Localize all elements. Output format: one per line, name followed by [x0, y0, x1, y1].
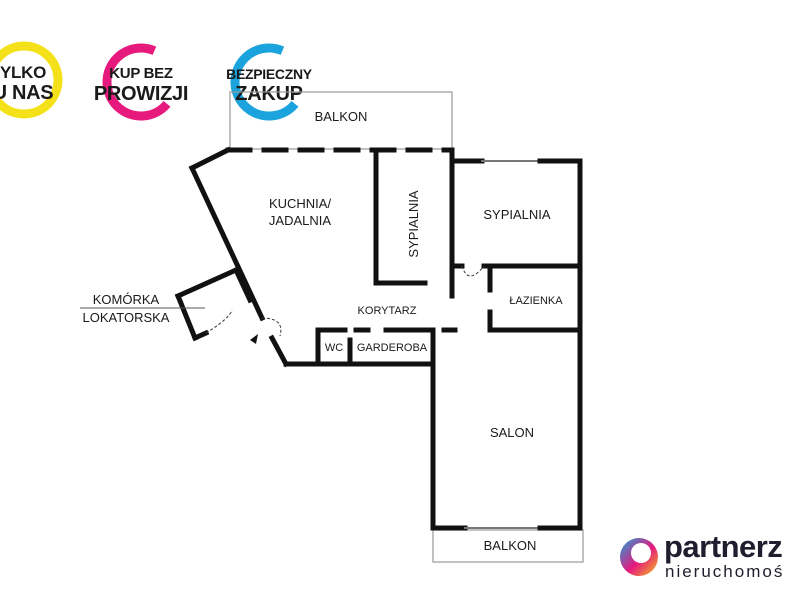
- label-salon: SALON: [490, 425, 534, 440]
- wall-storage-bottom: [191, 329, 210, 342]
- badge-line1: KUP BEZ: [109, 65, 173, 82]
- badge-bezpieczny-zakup: BEZPIECZNY ZAKUP: [214, 42, 324, 122]
- badge-line1: BEZPIECZNY: [226, 66, 312, 82]
- badge-ring-yellow: [0, 41, 63, 119]
- badge-text: YLKO U NAS: [0, 63, 78, 103]
- badge-text: BEZPIECZNY ZAKUP: [214, 64, 324, 104]
- label-kuchnia-2: JADALNIA: [269, 213, 331, 228]
- badge-ring-pink: [102, 43, 180, 121]
- wall-kitchen-diagonal: [188, 164, 266, 322]
- door-corridor: [461, 265, 485, 277]
- door-storage: [205, 309, 233, 334]
- badge-line1: YLKO: [0, 63, 47, 82]
- label-kuchnia-1: KUCHNIA/: [269, 196, 332, 211]
- label-wc: WC: [325, 342, 343, 354]
- badge-text: KUP BEZ PROWIZJI: [86, 64, 196, 104]
- door-entry: [261, 317, 282, 337]
- badge-line2: U NAS: [0, 82, 54, 104]
- wall-storage-left: [174, 292, 199, 342]
- wall-entry-diagonal: [268, 334, 290, 368]
- wall-storage-top: [174, 266, 240, 300]
- brand-name: partnerz: [664, 529, 783, 564]
- balcony-bottom: [432, 529, 584, 563]
- brand-drop-icon: [620, 538, 658, 576]
- wall-storage-right: [232, 266, 254, 304]
- badge-line2: ZAKUP: [235, 83, 303, 105]
- brand-tagline: nieruchomoś: [665, 562, 785, 581]
- label-balkon-bottom: BALKON: [484, 538, 537, 553]
- entry-arrow: [250, 334, 258, 344]
- badge-ring-blue: [230, 43, 308, 121]
- label-komorka-1: KOMÓRKA: [93, 292, 160, 307]
- label-korytarz: KORYTARZ: [358, 305, 417, 317]
- label-balkon-top: BALKON: [315, 109, 368, 124]
- badge-tylko-u-nas: YLKO U NAS: [0, 40, 78, 120]
- label-komorka-2: LOKATORSKA: [83, 310, 170, 325]
- label-garderoba: GARDEROBA: [357, 342, 428, 354]
- wall-top-left: [188, 146, 232, 172]
- label-lazienka: ŁAZIENKA: [509, 295, 563, 307]
- badge-line2: PROWIZJI: [93, 83, 189, 105]
- label-sypialnia-small: SYPIALNIA: [406, 190, 421, 258]
- brand-logo: partnerz nieruchomoś: [618, 527, 800, 587]
- badge-kup-bez-prowizji: KUP BEZ PROWIZJI: [86, 42, 196, 122]
- label-sypialnia-large: SYPIALNIA: [483, 207, 551, 222]
